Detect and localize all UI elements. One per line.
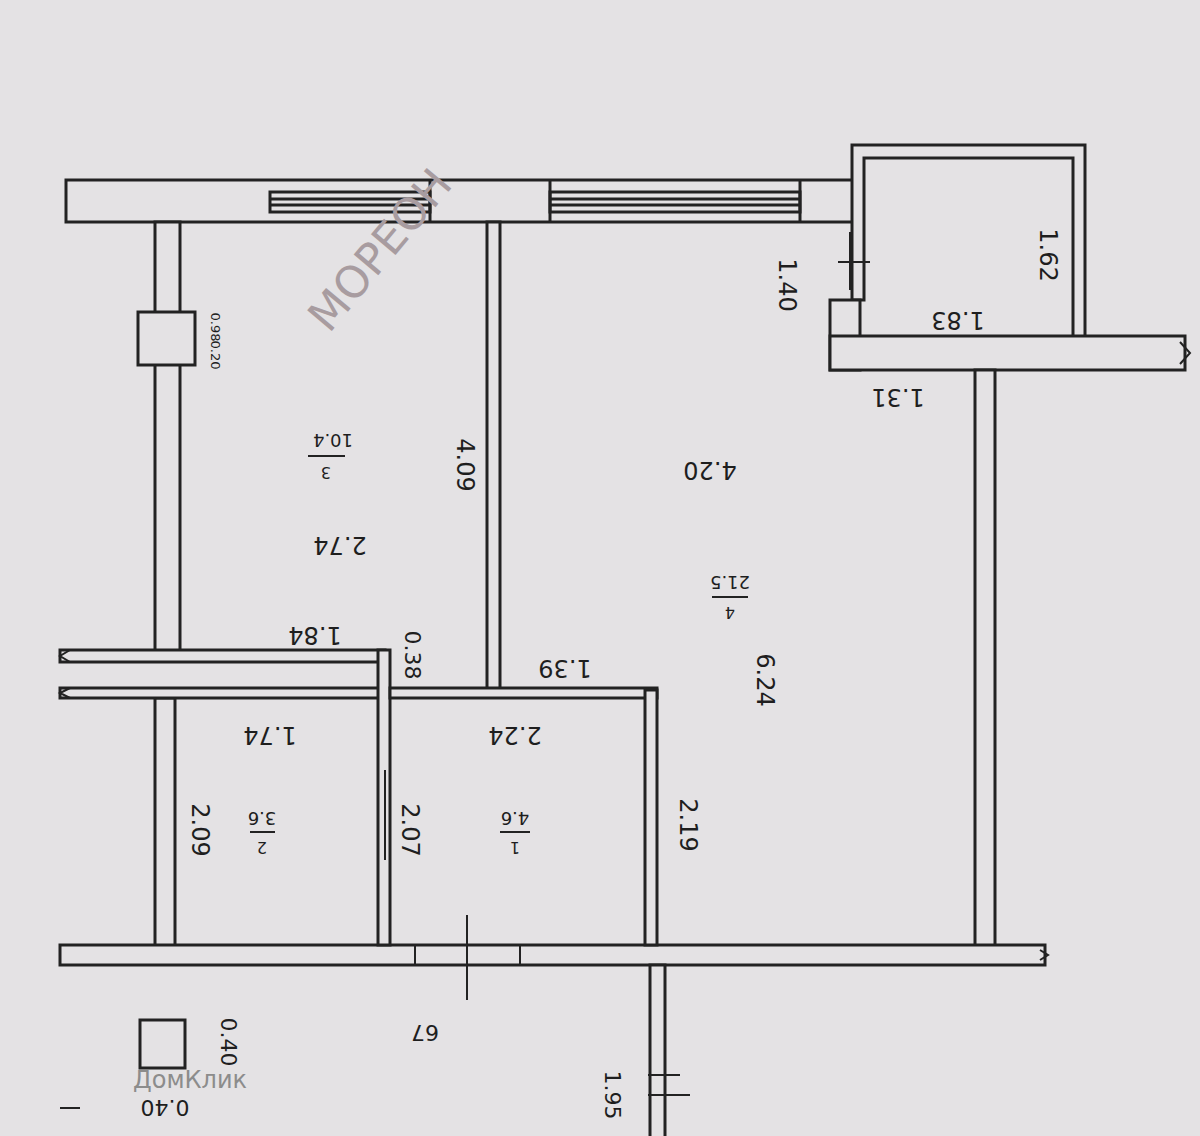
balcony-wall [852,145,1085,338]
vent-shaft [138,312,195,365]
window [550,192,800,212]
dimension-label: 2.24 [488,723,541,747]
dimension-label: 1.83 [931,308,984,332]
dimension-label: 1.84 [288,623,341,647]
dimension-label: 1.95 [601,1071,623,1120]
wall [60,688,385,698]
dimension-label: 1.39 [538,656,591,680]
dimension-label: 0.38 [401,631,423,680]
dimension-label: 0.40 [141,1096,190,1118]
wall [390,688,657,698]
dimension-label: 2 [257,839,267,855]
dimension-label: 1.40 [775,258,799,311]
dimension-label: 2.74 [313,533,366,557]
dimension-label: 10.4 [313,431,353,449]
wall [155,222,180,652]
wall [155,698,175,948]
dimension-label: 4.20 [683,458,736,482]
wall [60,945,1045,965]
wall [650,965,665,1136]
wall [487,222,500,692]
watermark: ДомКлик [133,1068,247,1092]
wall [975,370,995,948]
dimension-label: 1.74 [243,723,296,747]
wall [645,690,657,945]
dimension-label: 67 [411,1021,439,1043]
dimension-label: 1 [510,839,520,855]
dimension-label: 21.5 [710,573,750,591]
dimension-label: 3.6 [248,809,277,827]
dimension-label: 1.62 [1036,228,1060,281]
dimension-label: 0.98 [209,313,222,342]
dimension-label: 4.09 [453,438,477,491]
dimension-label: 2.07 [398,803,422,856]
dimension-label: 0.20 [209,341,222,370]
dimension-label: 2.19 [676,798,700,851]
dimension-label: 1.31 [871,385,924,409]
dimension-label: 3 [321,464,331,480]
dimension-label: 2.09 [188,803,212,856]
wall [830,336,1185,370]
exterior-wall [66,180,856,222]
dimension-label: 4 [725,604,735,620]
wall [378,650,390,945]
dimension-label: 4.6 [501,809,530,827]
wall [60,650,385,662]
dimension-label: 6.24 [753,653,777,706]
dimension-label: 0.40 [217,1018,239,1067]
vent-shaft [140,1020,185,1068]
